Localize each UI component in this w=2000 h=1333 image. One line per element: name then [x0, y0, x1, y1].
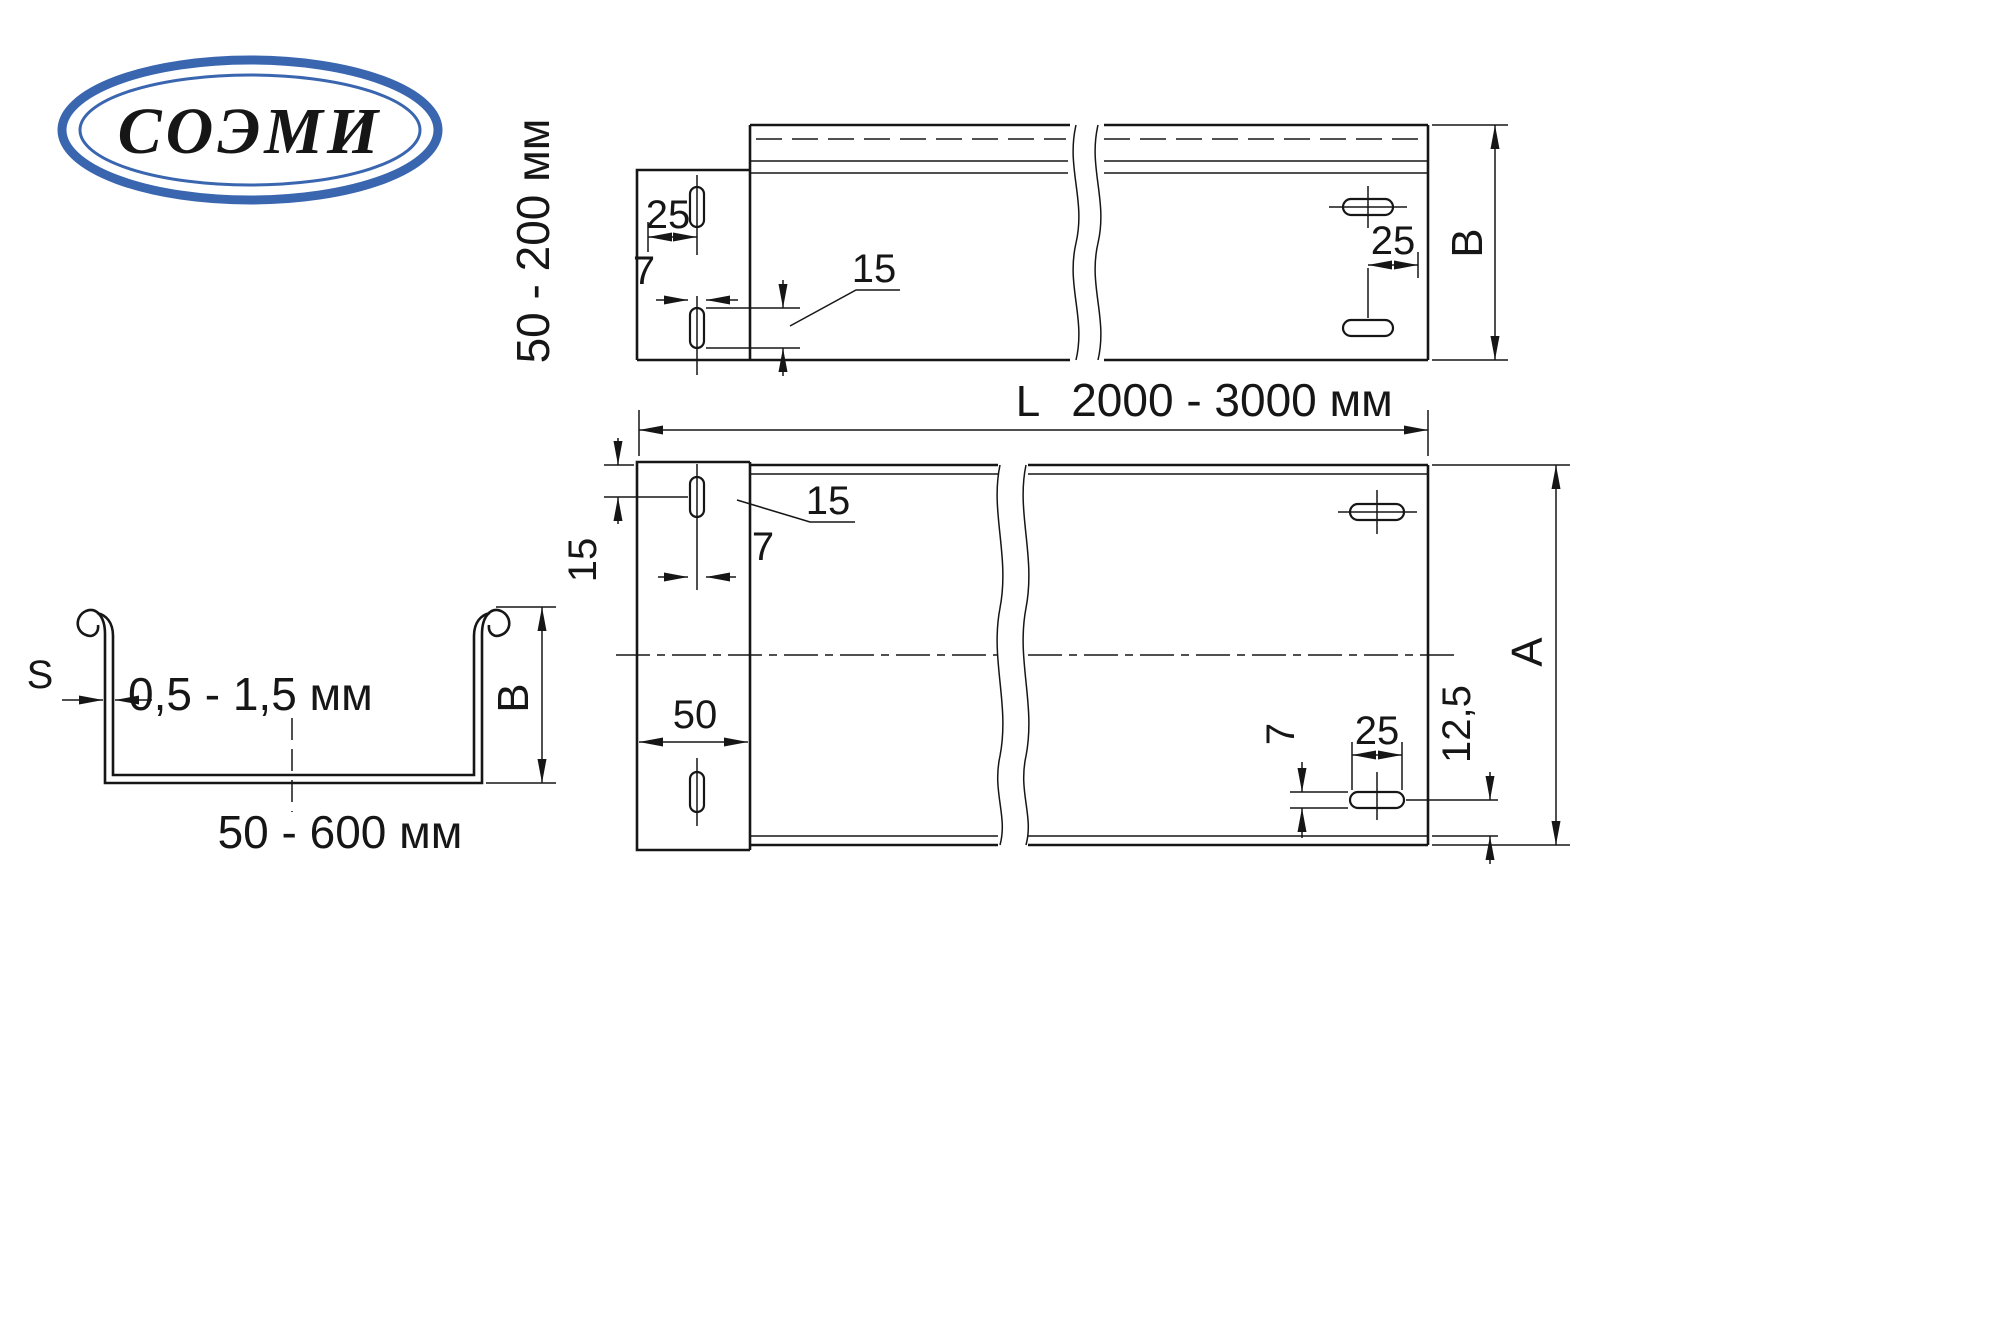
width-range-label: 50 - 600 мм — [218, 806, 463, 858]
dim-label-12-5: 12,5 — [1435, 685, 1479, 763]
dim-15-leader: 15 — [736, 479, 855, 523]
side-view: 25 7 15 25 B 50 - 200 мм — [507, 119, 1508, 376]
dim-label-7-top: 7 — [752, 525, 774, 569]
dim-25-right-slot: 25 — [1368, 219, 1419, 278]
dim-label-S: S — [27, 653, 54, 697]
break-line — [1094, 124, 1102, 361]
dim-25-flange: 25 — [646, 193, 697, 252]
dim-label-B-section: B — [489, 683, 538, 712]
dim-A: A — [1432, 464, 1570, 846]
plan-flange-outline — [635, 460, 750, 852]
logo: СОЭМИ — [57, 55, 443, 205]
dim-label-L: L — [1016, 377, 1040, 426]
dim-7-bottom: 7 — [1259, 723, 1348, 838]
dim-label-7-slot: 7 — [633, 249, 655, 293]
logo-ellipse-inner — [78, 73, 422, 187]
dim-label-25-bottom: 25 — [1355, 709, 1400, 753]
dim-label-7-bottom: 7 — [1259, 723, 1303, 745]
profile-left-hook-inner — [96, 611, 115, 637]
dim-25-bottom: 25 — [1351, 709, 1403, 790]
dim-S: S — [27, 653, 152, 705]
dim-label-15-leader: 15 — [806, 479, 851, 523]
profile-right-hook-inner — [472, 611, 491, 637]
logo-ellipse-outer — [57, 55, 443, 205]
dim-15-edge: 15 — [561, 438, 688, 582]
break-line — [1072, 124, 1080, 361]
plan-view: L 2000 - 3000 мм 15 — [561, 374, 1570, 864]
dim-B-side: B — [1432, 124, 1508, 361]
plan-length-range-label: 2000 - 3000 мм — [1071, 374, 1393, 426]
side-view-height-range-label: 50 - 200 мм — [507, 119, 559, 364]
dim-label-25-flange: 25 — [646, 193, 691, 237]
side-view-flange-outline — [635, 168, 750, 360]
dim-L: L 2000 - 3000 мм — [638, 374, 1429, 456]
thickness-range-label: 0,5 - 1,5 мм — [128, 668, 373, 720]
break-line — [996, 464, 1004, 846]
dim-label-25-right: 25 — [1371, 219, 1416, 263]
profile-inner — [111, 636, 476, 777]
cross-section-view: S 0,5 - 1,5 мм B 50 - 600 мм — [27, 606, 556, 858]
dim-label-15-slot: 15 — [852, 247, 897, 291]
dim-7-top: 7 — [658, 525, 774, 582]
plan-slot-top-right-crosshair — [1338, 490, 1417, 534]
dim-label-50: 50 — [673, 693, 718, 737]
side-slot-bottom-right — [1341, 318, 1395, 338]
dim-7-slot: 7 — [633, 249, 738, 305]
dim-label-B-side: B — [1443, 228, 1492, 257]
dim-50-flange: 50 — [639, 693, 748, 747]
dim-12-5: 12,5 — [1406, 685, 1498, 864]
dim-B-section: B — [486, 606, 556, 784]
dim-label-A: A — [1503, 637, 1552, 667]
dim-15-slot: 15 — [706, 247, 900, 376]
dim-label-15-edge: 15 — [561, 538, 605, 583]
break-line — [1022, 464, 1030, 846]
side-slot-top-right-crosshair — [1329, 186, 1407, 228]
profile-outer — [103, 634, 484, 785]
logo-text: СОЭМИ — [118, 95, 383, 168]
